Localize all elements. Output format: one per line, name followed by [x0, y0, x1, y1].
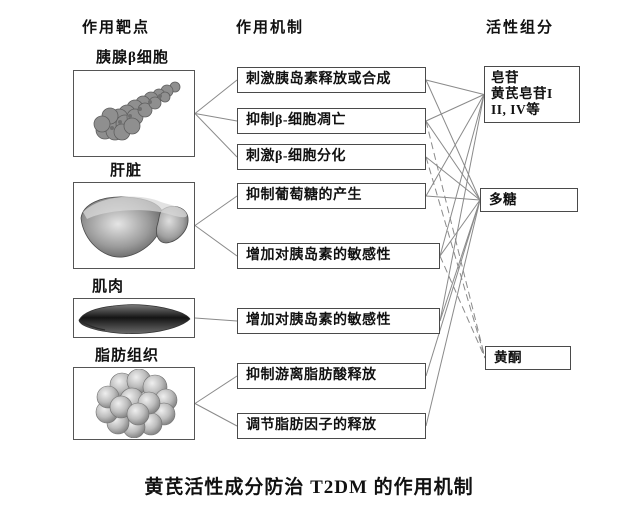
mech-box-m2: 刺激β-细胞分化 [237, 144, 426, 170]
organ-box-liver [73, 182, 195, 269]
saponin-line-2: 黄芪皂苷I [491, 86, 553, 101]
pancreas-illustration [93, 81, 181, 141]
organ-box-pancreas [73, 70, 195, 157]
comp-box-saponin: 皂苷 黄芪皂苷I II, IV等 [484, 66, 580, 123]
organ-box-muscle [73, 298, 195, 338]
organ-box-adipose [73, 367, 195, 440]
mech-box-m4: 增加对胰岛素的敏感性 [237, 243, 440, 269]
mech-box-m3: 抑制葡萄糖的产生 [237, 183, 426, 209]
pancreas-label: 胰腺β细胞 [96, 50, 169, 66]
liver-illustration [80, 196, 189, 258]
mech-box-m7: 调节脂肪因子的释放 [237, 413, 426, 439]
liver-label: 肝脏 [110, 163, 143, 179]
muscle-label: 肌肉 [92, 279, 125, 295]
mech-box-m1: 抑制β-细胞凋亡 [237, 108, 426, 134]
muscle-illustration [78, 304, 191, 334]
comp-box-polysaccharide: 多糖 [480, 188, 578, 212]
mech-box-m6: 抑制游离脂肪酸释放 [237, 363, 426, 389]
comp-box-flavone: 黄酮 [485, 346, 571, 370]
mech-box-m0: 刺激胰岛素释放或合成 [237, 67, 426, 93]
saponin-line-3: II, IV等 [491, 102, 541, 117]
saponin-line-1: 皂苷 [491, 70, 519, 85]
mech-box-m5: 增加对胰岛素的敏感性 [237, 308, 440, 334]
targets-column-header: 作用靶点 [82, 20, 151, 36]
mechanisms-column-header: 作用机制 [236, 20, 305, 36]
figure-caption: 黄芪活性成分防治 T2DM 的作用机制 [144, 477, 474, 498]
adipose-illustration [95, 369, 178, 438]
adipose-label: 脂肪组织 [95, 348, 160, 364]
components-column-header: 活性组分 [486, 20, 555, 36]
